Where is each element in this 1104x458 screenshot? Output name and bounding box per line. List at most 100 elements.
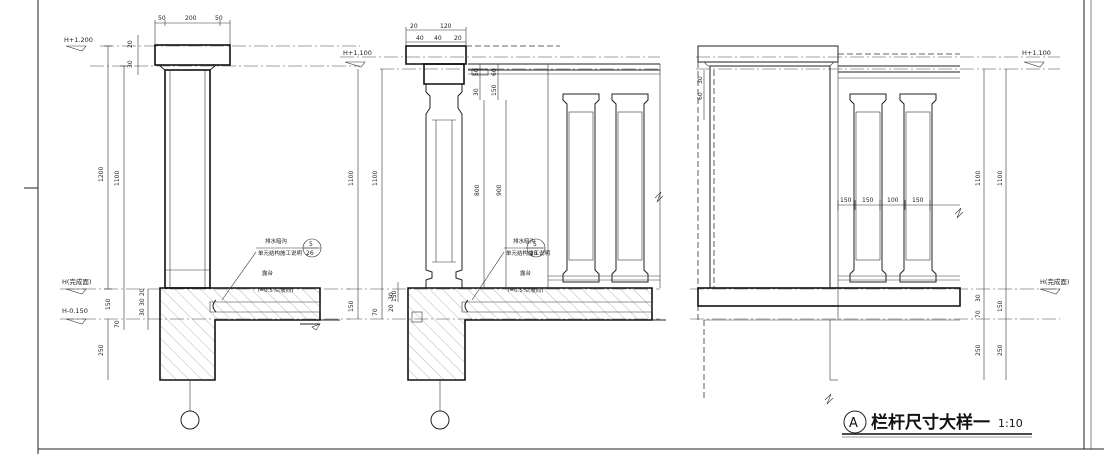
dim-text: 1100: [348, 171, 355, 186]
pier-body: [709, 65, 831, 289]
dims-side-2: 50 30 60 150: [473, 64, 499, 100]
level-top-2: H+1.100: [343, 49, 372, 68]
dim-text: 20: [127, 40, 134, 48]
dim-text: 200: [185, 15, 197, 22]
drawing-title: A 栏杆尺寸大样一 1:10: [842, 410, 1032, 438]
dim-text: 1100: [975, 171, 982, 186]
baluster-elevation-1: [562, 93, 600, 283]
dim-text: 30: [975, 294, 982, 302]
dim-text: 20: [388, 304, 395, 312]
dim-text: 30: [473, 88, 480, 96]
dim-text: 150: [862, 197, 874, 204]
dims-height-3: 1100 1100: [975, 69, 1007, 289]
detail-num: 5: [309, 241, 313, 248]
dim-text: 50: [215, 15, 223, 22]
baluster-elevation-3: [849, 93, 887, 283]
section-3: H+1.100 H(完成面): [690, 45, 1069, 405]
callout-1: 排水暗沟 单元结构施工说明 5 26 露台 i=0.5%(坡向): [221, 237, 322, 301]
dims-spacing-3: 150 150 100 150: [837, 197, 960, 210]
dim-text: 30: [139, 308, 146, 316]
dim-text: 250: [98, 344, 105, 356]
note-text: 排水暗沟: [513, 237, 536, 245]
dim-text: 150: [348, 300, 355, 312]
note-text: 排水暗沟: [265, 237, 288, 245]
area-label: 露台: [520, 269, 532, 277]
level-label: H(完成面): [1040, 277, 1069, 286]
dim-text: 150: [912, 197, 924, 204]
title-letter: A: [849, 416, 858, 431]
dim-text: 20: [139, 288, 146, 296]
dim-text: 120: [440, 23, 452, 30]
dims-cap-3: 30 60: [697, 70, 705, 120]
pier-cap: [697, 45, 839, 63]
dim-text: 30: [139, 298, 146, 306]
title-scale: 1:10: [998, 417, 1023, 430]
parapet-wall: [164, 69, 211, 289]
dim-text: 150: [997, 300, 1004, 312]
callout-2: 排水暗沟 单元结构施工说明 5 26 露台 i=0.5%(坡向): [471, 237, 551, 301]
dim-text: 30: [127, 60, 134, 68]
axis-bubble: [180, 410, 200, 430]
dim-text: 150: [391, 290, 398, 302]
dims-bottom-3: 250 250: [975, 319, 1007, 380]
dims-height-2: 1100 1100 800 900: [348, 69, 507, 289]
dim-text: 20: [454, 35, 462, 42]
detail-sheet: 26: [306, 250, 314, 257]
dim-text: 40: [416, 35, 424, 42]
dim-text: 70: [372, 308, 379, 316]
dim-text: 100: [887, 197, 899, 204]
dim-text: 150: [840, 197, 852, 204]
rail-cap: [405, 45, 467, 65]
dims-top-2: 20 120 40 40 20: [405, 23, 467, 45]
dim-text: 1200: [98, 167, 105, 182]
dim-text: 1100: [372, 171, 379, 186]
dim-text: 250: [975, 344, 982, 356]
dim-text: 70: [975, 310, 982, 318]
dim-text: 50: [158, 15, 166, 22]
dim-text: 60: [697, 92, 704, 100]
level-bottom-1: H-0.150: [62, 307, 88, 325]
dim-text: 20: [410, 23, 418, 30]
dims-base-1: 150 20 30 30 70: [105, 288, 149, 330]
dim-text: 900: [496, 184, 503, 196]
dim-text: 60: [491, 68, 498, 76]
level-floor-3: H(完成面): [1039, 277, 1069, 295]
baluster-elevation-2: [611, 93, 649, 283]
detail-num: 5: [533, 241, 537, 248]
level-top-1: H+1.200: [64, 36, 93, 52]
level-label: H+1.100: [1022, 49, 1051, 57]
baluster-elevation-4: [899, 93, 937, 283]
dims-base-3: 30 70 150: [975, 289, 1007, 319]
sheet-border: [24, 0, 1104, 454]
dim-text: 150: [491, 84, 498, 96]
axis-bubble-2: [430, 410, 450, 430]
level-label: H-0.150: [62, 307, 88, 315]
level-label: H+1.100: [343, 49, 372, 57]
dims-height-1: 1200 1100: [98, 45, 128, 290]
level-label: H(完成面): [62, 277, 91, 286]
dims-cap-1: 20 30: [127, 35, 139, 75]
break-line: [654, 191, 664, 203]
dim-text: 70: [114, 320, 121, 328]
floor-screed: [209, 301, 321, 313]
note-text: 单元结构施工说明: [258, 249, 303, 257]
dim-text: 1100: [114, 171, 121, 186]
section-1: H+1.200 H(完成面) H-0.150: [60, 15, 360, 430]
detail-sheet: 26: [530, 250, 538, 257]
coping-cap: [154, 44, 231, 66]
level-top-3: H+1.100: [1022, 49, 1051, 68]
dims-top-1: 50 200 50: [154, 15, 231, 44]
dim-text: 250: [997, 344, 1004, 356]
level-label: H+1.200: [64, 36, 93, 44]
dim-text: 800: [474, 184, 481, 196]
dims-bottom-1: 250: [98, 319, 109, 380]
slope-label: i=0.5%(坡向): [258, 286, 293, 294]
title-text: 栏杆尺寸大样一: [871, 412, 990, 433]
dim-text: 50: [473, 68, 480, 76]
dim-text: 150: [105, 298, 112, 310]
area-label: 露台: [262, 269, 274, 277]
dim-text: 40: [434, 35, 442, 42]
dim-text: 30: [388, 292, 395, 300]
